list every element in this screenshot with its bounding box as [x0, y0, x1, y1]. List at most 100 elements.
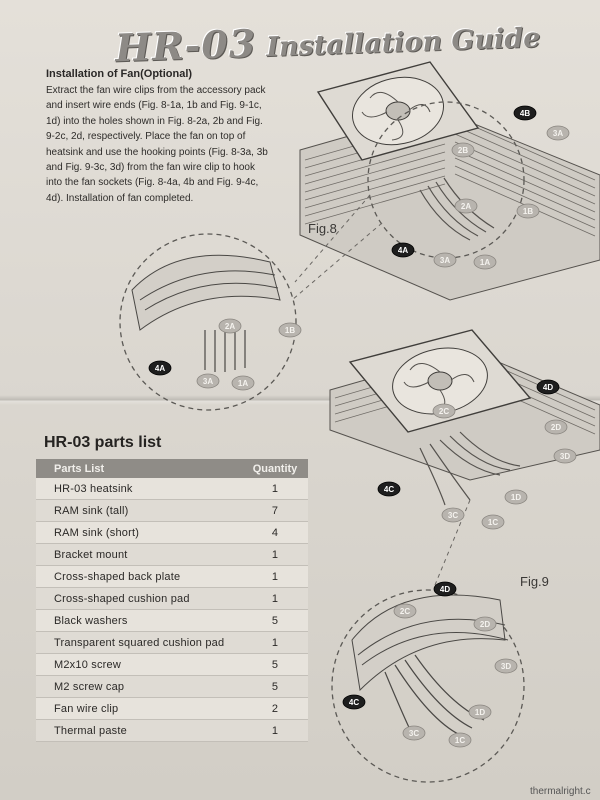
part-quantity: 5	[242, 653, 308, 676]
instruction-line: and insert wire ends (Fig. 8-1a, 1b and …	[46, 100, 262, 112]
part-quantity: 1	[242, 543, 308, 566]
fig8-label: Fig.8	[308, 221, 337, 236]
callout-label: 1D	[475, 708, 485, 717]
instruction-line: Extract the fan wire clips from the acce…	[46, 85, 266, 96]
callout-badge: 2D	[544, 419, 568, 435]
callout-label: 2A	[461, 202, 471, 211]
part-quantity: 1	[242, 478, 308, 500]
callout-label: 3A	[440, 256, 450, 265]
callout-badge: 3A	[196, 373, 220, 389]
part-name: Bracket mount	[36, 543, 242, 566]
callout-badge: 3A	[546, 125, 570, 141]
callout-label: 3A	[553, 129, 563, 138]
part-quantity: 1	[242, 587, 308, 610]
callout-badge: 4B	[513, 105, 537, 121]
fig8-heatsink	[299, 109, 600, 301]
callout-label: 1C	[455, 736, 465, 745]
callout-badge: 1B	[516, 203, 540, 219]
fig8-detail	[119, 233, 297, 411]
callout-label: 2B	[458, 146, 468, 155]
callout-badge: 2A	[454, 198, 478, 214]
callout-badge: 3A	[433, 252, 457, 268]
instruction-line: heatsink and use the hooking points (Fig…	[46, 146, 268, 158]
instruction-line: 4d). Installation of fan completed.	[46, 192, 194, 204]
instruction-line: 1d) into the holes shown in Fig. 8-2a, 2…	[46, 115, 263, 127]
fig9-detail	[331, 589, 525, 783]
callout-label: 1D	[511, 493, 521, 502]
part-name: M2x10 screw	[36, 653, 242, 676]
part-name: Cross-shaped cushion pad	[36, 587, 242, 610]
part-name: HR-03 heatsink	[36, 478, 242, 500]
callout-label: 2A	[225, 322, 235, 331]
instruction-line: and Fig. 9-3c, 3d) from the fan wire cli…	[46, 162, 255, 174]
part-name: Thermal paste	[36, 719, 242, 742]
parts-col-name: Parts List	[36, 459, 242, 478]
part-quantity: 4	[242, 521, 308, 544]
callout-badge: 3D	[553, 448, 577, 464]
part-name: M2 screw cap	[36, 675, 242, 698]
callout-label: 2C	[439, 407, 449, 416]
callout-label: 4D	[543, 383, 553, 392]
fig9-label: Fig.9	[520, 574, 549, 589]
callout-badge: 4A	[391, 242, 415, 258]
callout-badge: 2D	[473, 616, 497, 632]
callout-badge: 3D	[494, 658, 518, 674]
fig9-heatpipes	[419, 431, 521, 506]
callout-label: 1C	[488, 518, 498, 527]
part-quantity: 1	[242, 565, 308, 588]
instructions-heading: Installation of Fan(Optional)	[46, 68, 193, 80]
parts-table-header: Parts List Quantity	[36, 459, 308, 478]
callout-label: 1A	[238, 379, 248, 388]
callout-badge: 2A	[218, 318, 242, 334]
callout-label: 3D	[501, 662, 511, 671]
part-quantity: 1	[242, 631, 308, 654]
callout-badge: 2C	[393, 603, 417, 619]
instruction-line: 9-2c, 2d, respectively. Place the fan on…	[46, 131, 246, 143]
callout-label: 4A	[398, 246, 408, 255]
callout-badge: 4C	[342, 694, 366, 710]
fig8-magnifier	[367, 101, 525, 259]
callout-badge: 4C	[377, 481, 401, 497]
callout-badge: 1D	[504, 489, 528, 505]
callout-label: 2C	[400, 607, 410, 616]
part-name: RAM sink (tall)	[36, 499, 242, 522]
table-row: RAM sink (short)4	[36, 521, 308, 544]
callout-label: 4C	[349, 698, 359, 707]
callout-badge: 4A	[148, 360, 172, 376]
callout-label: 4D	[440, 585, 450, 594]
callout-label: 2D	[551, 423, 561, 432]
part-quantity: 1	[242, 719, 308, 742]
parts-list-title: HR-03 parts list	[44, 434, 162, 451]
part-quantity: 5	[242, 675, 308, 698]
callout-label: 4B	[520, 109, 530, 118]
callout-badge: 4D	[536, 379, 560, 395]
callout-badge: 2C	[432, 403, 456, 419]
callout-badge: 1C	[448, 732, 472, 748]
part-quantity: 5	[242, 609, 308, 632]
callout-label: 1B	[523, 207, 533, 216]
callout-label: 1B	[285, 326, 295, 335]
callout-label: 4C	[384, 485, 394, 494]
callout-badge: 1A	[473, 254, 497, 270]
callout-label: 1A	[480, 258, 490, 267]
part-name: Transparent squared cushion pad	[36, 631, 242, 654]
callout-label: 3D	[560, 452, 570, 461]
part-name: RAM sink (short)	[36, 521, 242, 544]
part-name: Black washers	[36, 609, 242, 632]
callout-badge: 1C	[481, 514, 505, 530]
fig8-fan	[316, 61, 480, 161]
fig9-fan	[348, 329, 532, 433]
part-name: Cross-shaped back plate	[36, 565, 242, 588]
callout-badge: 3C	[441, 507, 465, 523]
callout-badge: 4D	[433, 581, 457, 597]
callout-label: 3C	[409, 729, 419, 738]
